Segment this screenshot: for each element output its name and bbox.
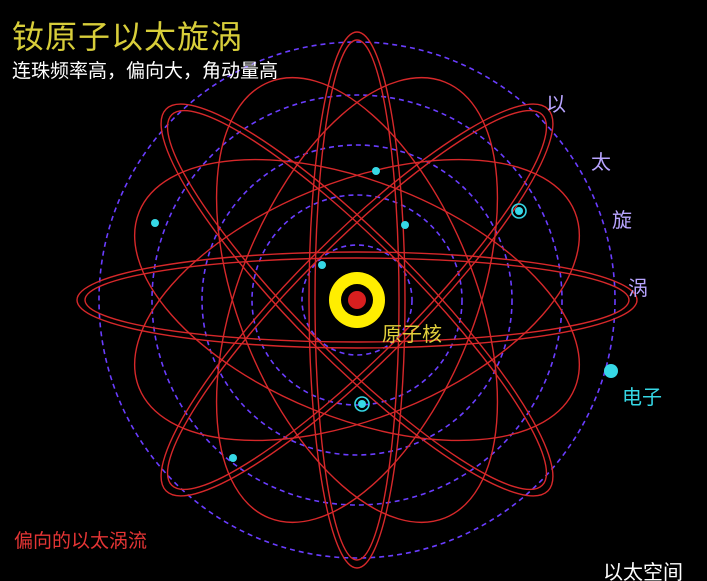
electron-ringed xyxy=(354,396,370,412)
vortex-label-char: 旋 xyxy=(612,208,632,232)
nucleus xyxy=(329,272,385,328)
vortex-label-char: 太 xyxy=(591,150,611,174)
ether-vortex-rings xyxy=(98,41,616,559)
vortex-ring xyxy=(151,94,563,506)
vortex-ring xyxy=(201,144,513,456)
diagram-title: 钕原子以太旋涡 xyxy=(12,18,244,56)
electron-dot xyxy=(318,261,326,269)
electron-orbits xyxy=(76,31,638,569)
nucleus-label: 原子核 xyxy=(382,322,442,346)
vortex-ring xyxy=(98,41,616,559)
electrons xyxy=(151,167,618,462)
electron-dot xyxy=(604,364,618,378)
orbit-tilted-22 xyxy=(133,158,581,442)
orbit-tilted-68 xyxy=(215,76,499,524)
ether-space-label: 以太空间 xyxy=(603,560,683,581)
orbit-horizontal xyxy=(76,251,638,349)
electron-dot xyxy=(229,454,237,462)
orbit-tilted-minus22 xyxy=(133,158,581,442)
vortex-ring xyxy=(301,244,413,356)
ether-flow-label: 偏向的以太涡流 xyxy=(14,530,148,552)
orbit-tilted-minus45 xyxy=(160,103,554,497)
electron-label: 电子 xyxy=(622,385,662,409)
vortex-label-char: 以 xyxy=(546,92,566,116)
electron-dot xyxy=(401,221,409,229)
vortex-label-char: 涡 xyxy=(628,276,648,300)
electron-dot xyxy=(151,219,159,227)
diagram-subtitle: 连珠频率高，偏向大，角动量高 xyxy=(12,60,279,82)
orbit-tilted-minus68 xyxy=(215,76,499,524)
vortex-ring xyxy=(251,194,463,406)
orbit-tilted-45 xyxy=(160,103,554,497)
electron-dot xyxy=(372,167,380,175)
electron-ringed xyxy=(511,203,527,219)
orbit-vertical xyxy=(308,31,406,569)
